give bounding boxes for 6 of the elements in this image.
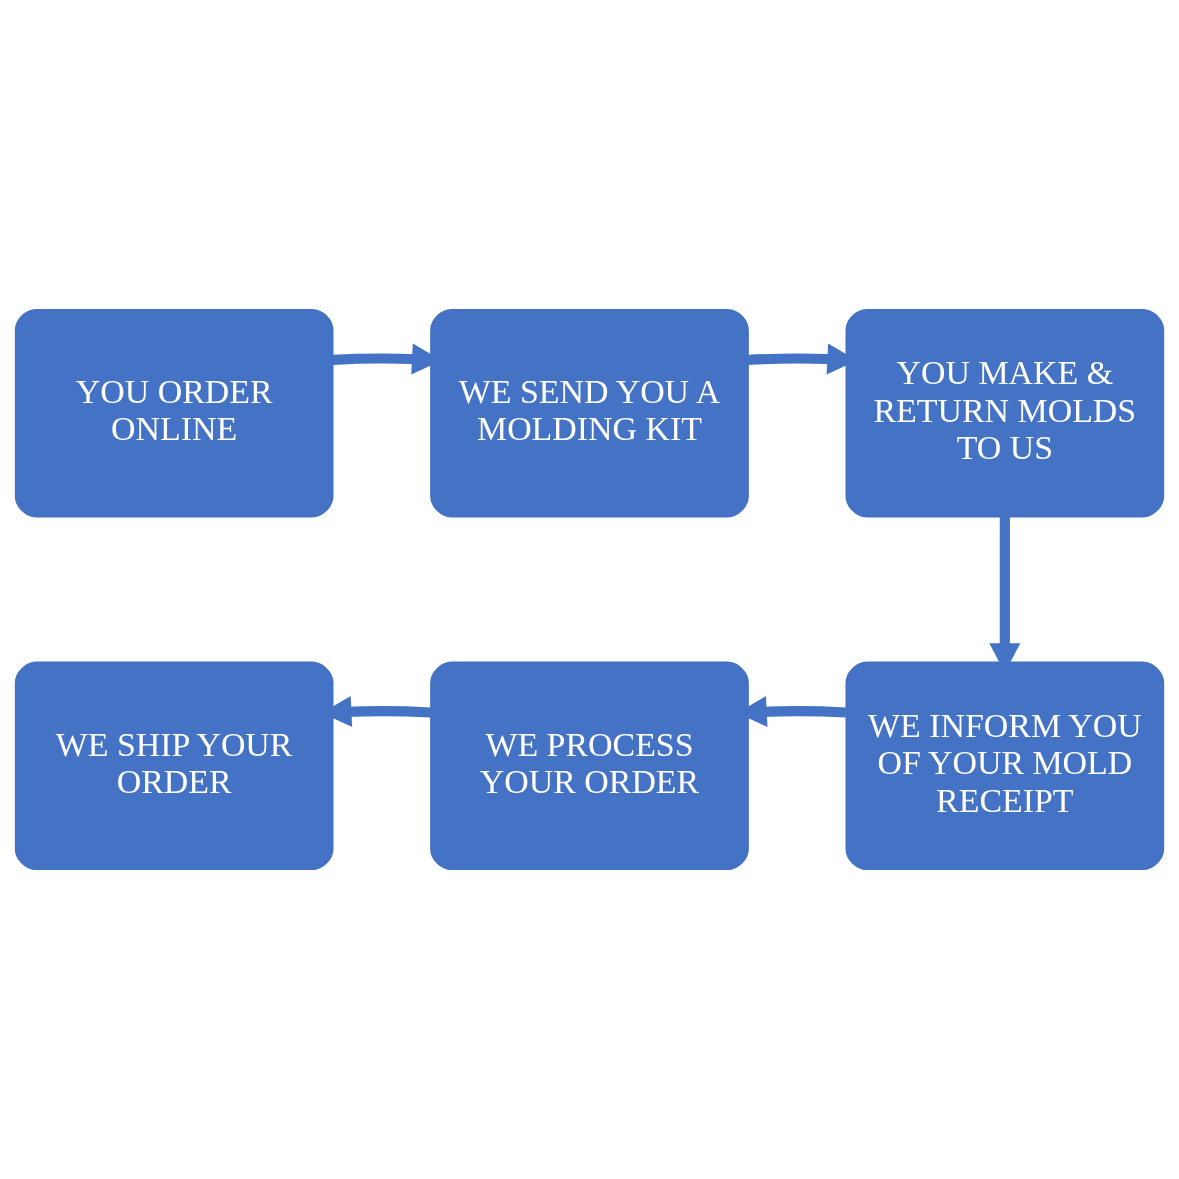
node-box: WE PROCESS YOUR ORDER: [430, 661, 749, 871]
node-box: YOU ORDER ONLINE: [14, 308, 334, 518]
node-box: WE SHIP YOUR ORDER: [14, 661, 334, 871]
node-box: WE SEND YOU A MOLDING KIT: [430, 308, 749, 518]
node-box: WE INFORM YOU OF YOUR MOLD RECEIPT: [845, 661, 1165, 871]
node-box: YOU MAKE & RETURN MOLDS TO US: [845, 308, 1165, 518]
